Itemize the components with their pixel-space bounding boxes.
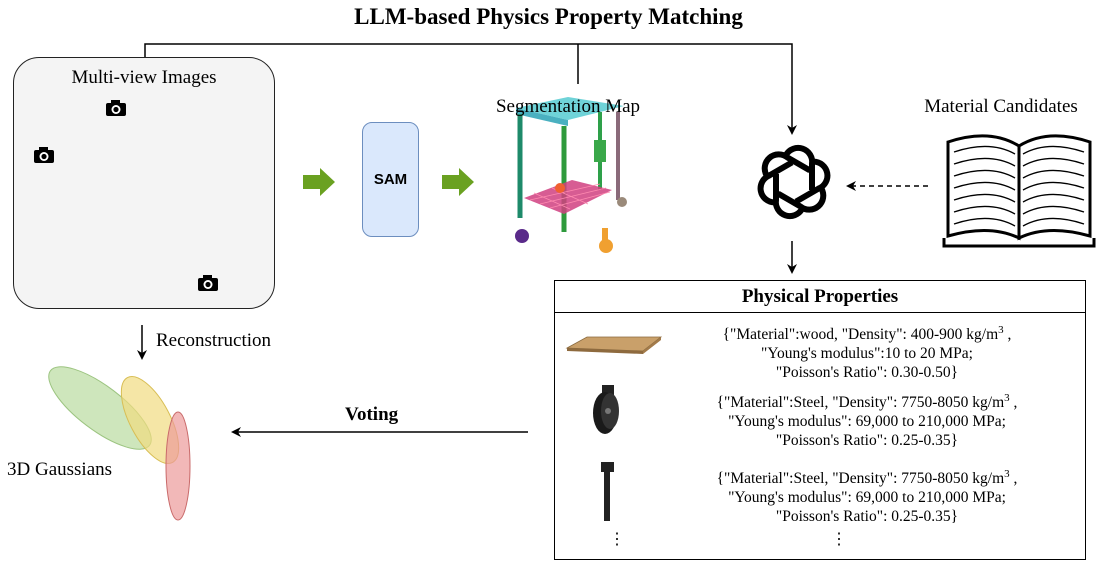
camera-icon	[34, 147, 54, 163]
ellipsis-left: ⋮	[609, 531, 625, 548]
reconstruction-label: Reconstruction	[156, 330, 272, 351]
physical-properties-title: Physical Properties	[555, 281, 1085, 313]
property-entry-steel-wheel: {"Material":Steel, "Density": 7750-8050 …	[716, 392, 1018, 450]
voting-label: Voting	[345, 404, 399, 425]
segmentation-label: Segmentation Map	[495, 96, 641, 117]
green-arrow-to-segmentation	[442, 168, 474, 196]
gaussian-ellipses	[48, 366, 191, 521]
wood-top-thumbnail	[565, 336, 663, 354]
multiview-panel	[13, 57, 275, 309]
ellipsis-right: ⋮	[831, 531, 847, 548]
materials-label: Material Candidates	[924, 96, 1078, 117]
segmentation-image	[515, 97, 627, 253]
gaussians-label: 3D Gaussians	[7, 459, 113, 480]
leg-thumbnail	[601, 462, 614, 521]
property-entry-wood: {"Material":wood, "Density": 400-900 kg/…	[722, 324, 1012, 382]
property-entry-steel-leg: {"Material":Steel, "Density": 7750-8050 …	[716, 468, 1018, 526]
sam-box: SAM	[362, 122, 419, 237]
camera-icon	[198, 275, 218, 291]
caster-wheel-thumbnail	[593, 385, 619, 434]
physical-properties-box: Physical Properties {"Material":wood, "D…	[554, 280, 1086, 560]
sam-label: SAM	[373, 171, 408, 188]
diagram-title: LLM-based Physics Property Matching	[354, 4, 743, 29]
book-icon	[942, 134, 1096, 248]
multiview-label: Multi-view Images	[71, 67, 217, 88]
part-thumbnails	[565, 336, 663, 521]
llm-bracket-line	[144, 43, 797, 135]
green-arrow-to-sam	[303, 168, 335, 196]
openai-logo-icon	[757, 144, 831, 220]
camera-icon	[106, 100, 126, 116]
